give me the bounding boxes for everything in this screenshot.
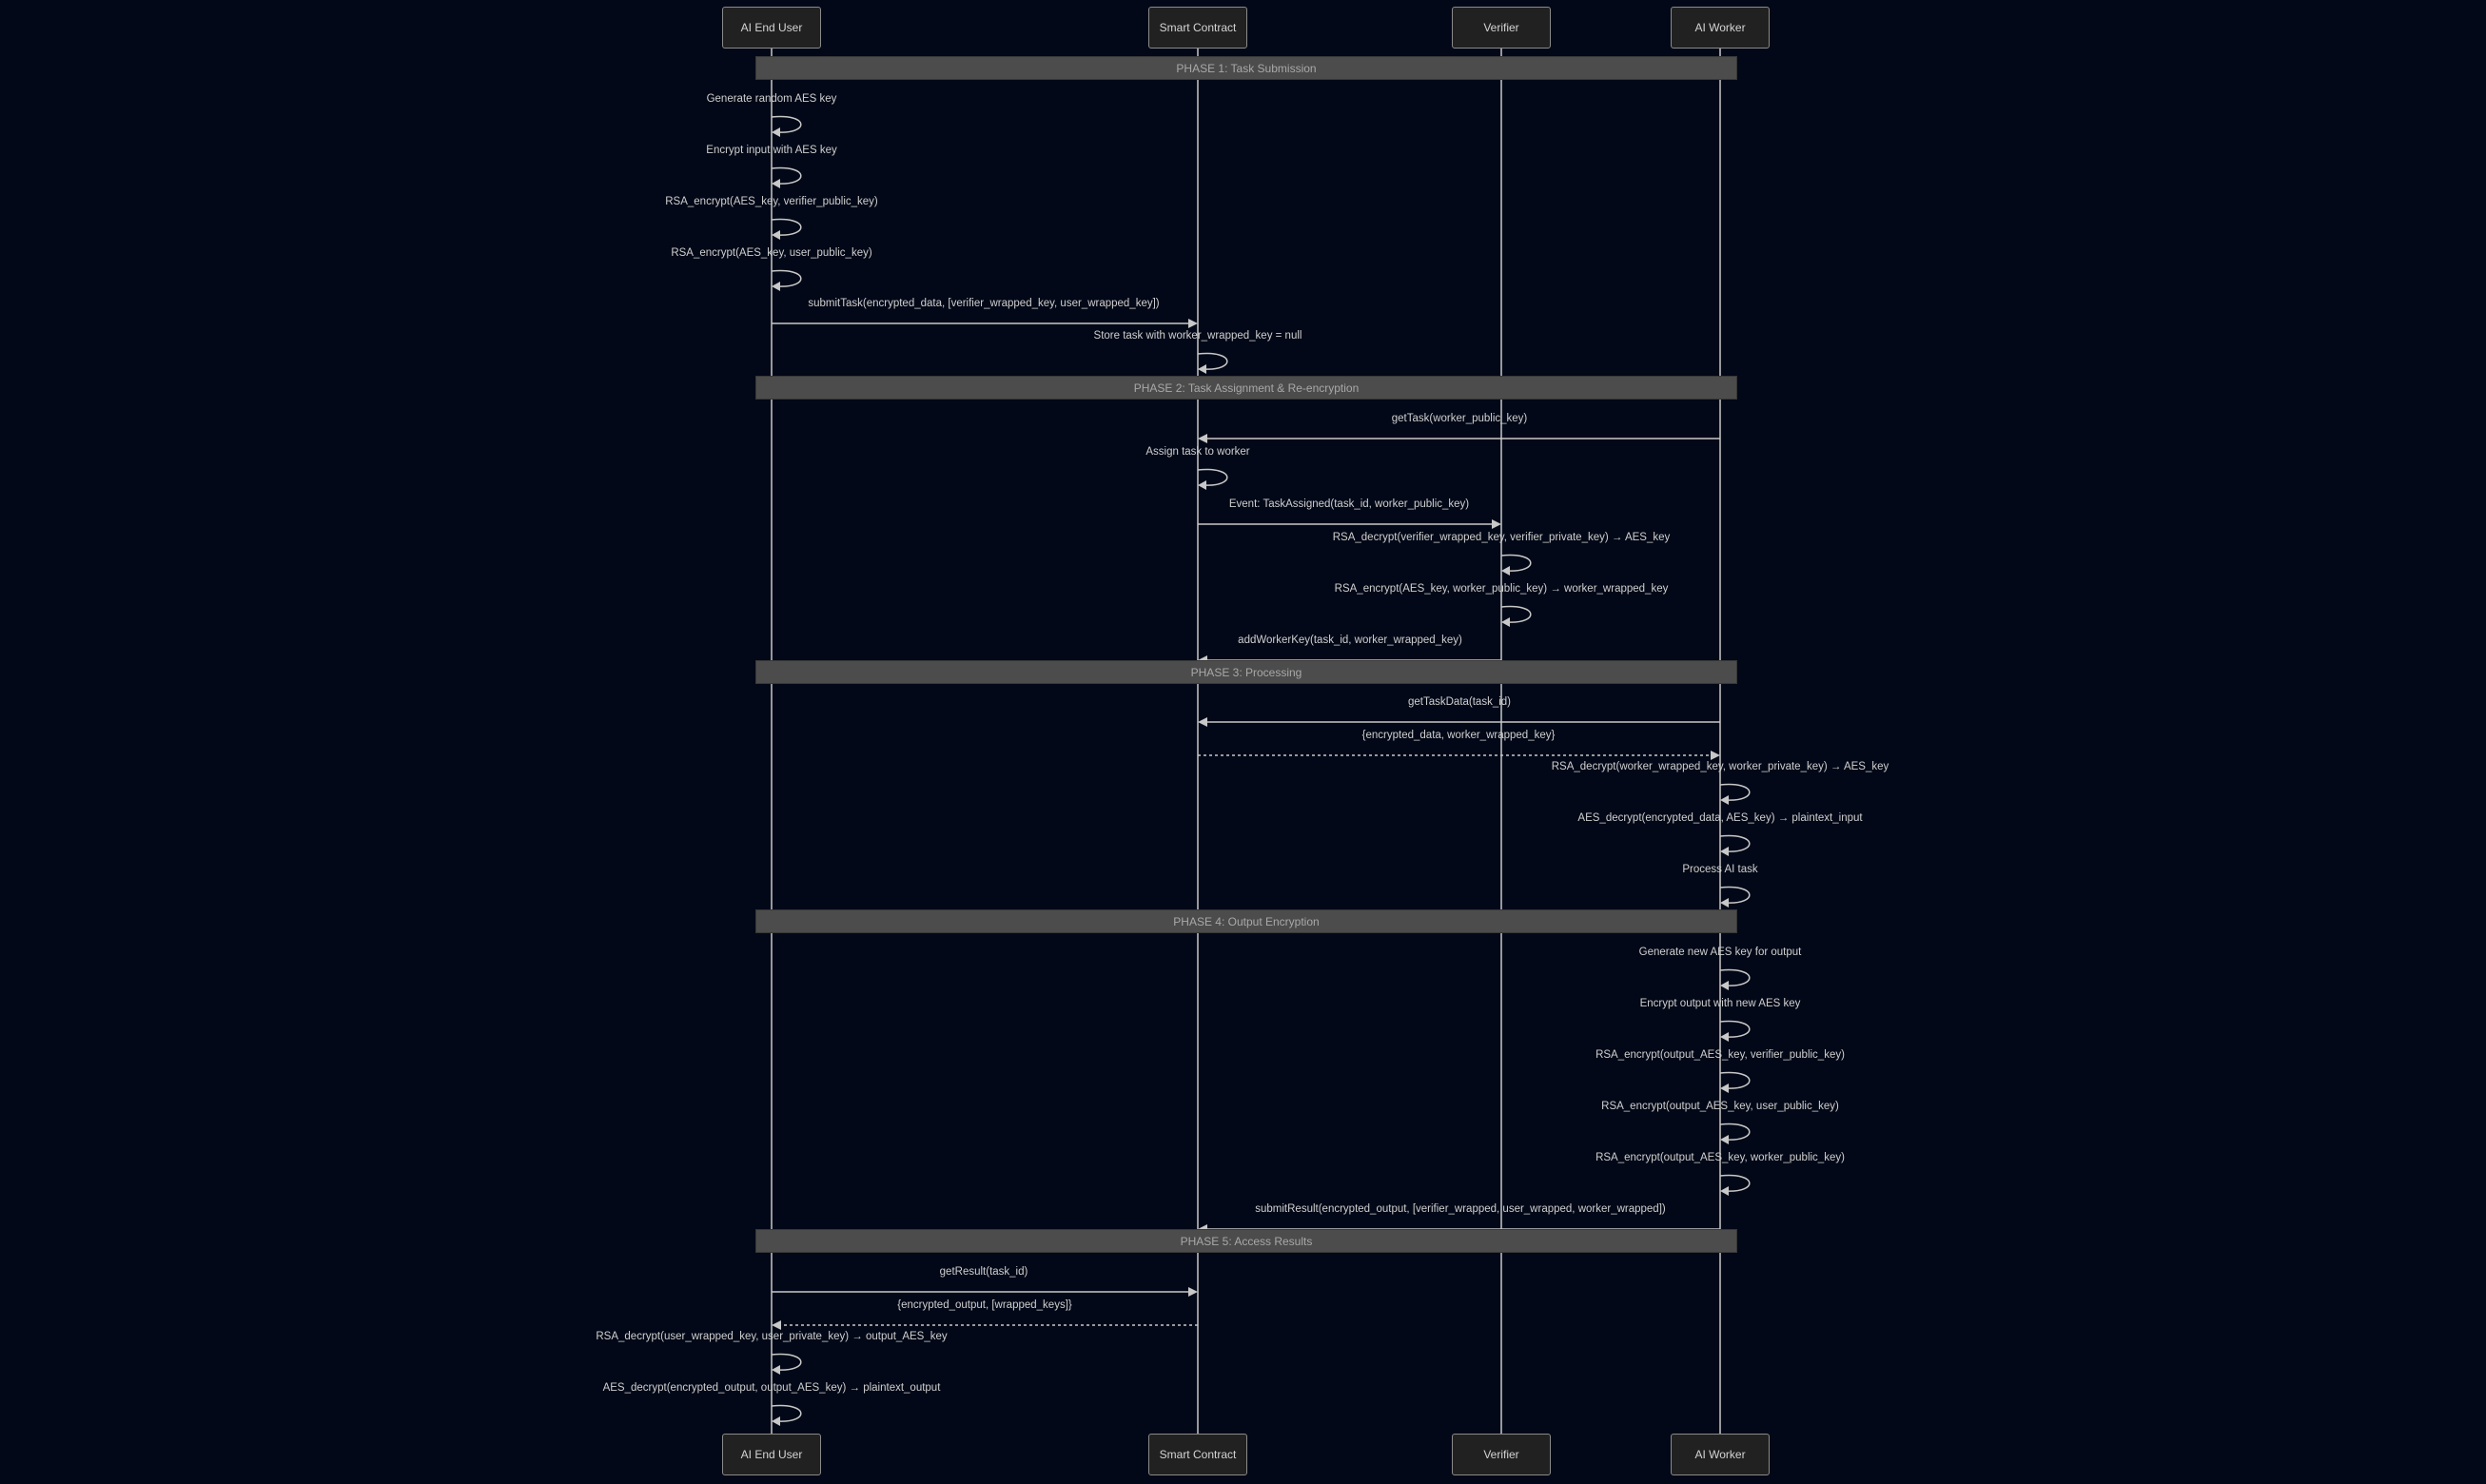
message-label: RSA_decrypt(user_wrapped_key, user_priva…	[596, 1331, 948, 1342]
arrowhead-icon	[1720, 1032, 1729, 1042]
self-loop-arrow	[771, 218, 802, 236]
actor-ai-worker-bottom: AI Worker	[1671, 1434, 1770, 1475]
message-label: Event: TaskAssigned(task_id, worker_publ…	[1228, 498, 1470, 510]
message-label: RSA_encrypt(AES_key, user_public_key)	[671, 247, 872, 259]
message-label: RSA_encrypt(output_AES_key, user_public_…	[1601, 1101, 1839, 1112]
self-loop-arrow	[1719, 1071, 1751, 1089]
arrowhead-icon	[1711, 751, 1720, 760]
arrowhead-icon	[1198, 480, 1206, 490]
actor-smart-contract-top: Smart Contract	[1148, 7, 1247, 49]
self-loop-arrow	[1719, 834, 1751, 852]
arrowhead-icon	[1492, 519, 1501, 529]
arrowhead-icon	[1501, 566, 1510, 576]
message-label: getResult(task_id)	[939, 1266, 1028, 1278]
message-label: AES_decrypt(encrypted_data, AES_key) → p…	[1577, 812, 1863, 824]
message-label: Store task with worker_wrapped_key = nul…	[1093, 330, 1302, 342]
actor-ai-end-user-bottom: AI End User	[722, 1434, 821, 1475]
phase-bar-2: PHASE 2: Task Assignment & Re-encryption	[755, 376, 1737, 400]
message-label: RSA_encrypt(output_AES_key, worker_publi…	[1595, 1152, 1845, 1163]
self-loop-arrow	[1719, 1174, 1751, 1192]
actor-ai-worker-top: AI Worker	[1671, 7, 1770, 49]
self-loop-arrow	[1197, 352, 1228, 370]
message-label: {encrypted_output, [wrapped_keys]}	[897, 1299, 1072, 1311]
message-label: Encrypt input with AES key	[706, 145, 837, 156]
phase-bar-3: PHASE 3: Processing	[755, 660, 1737, 684]
self-loop-arrow	[1197, 468, 1228, 486]
arrowhead-icon	[1188, 319, 1198, 328]
arrowhead-icon	[1198, 364, 1206, 374]
message-label: AES_decrypt(encrypted_output, output_AES…	[602, 1382, 941, 1394]
message-label: submitTask(encrypted_data, [verifier_wra…	[808, 298, 1160, 309]
message-label: submitResult(encrypted_output, [verifier…	[1255, 1203, 1666, 1215]
actor-smart-contract-bottom: Smart Contract	[1148, 1434, 1247, 1475]
self-loop-arrow	[771, 269, 802, 287]
arrowhead-icon	[772, 230, 780, 240]
arrowhead-icon	[1198, 434, 1207, 443]
message-label: RSA_decrypt(verifier_wrapped_key, verifi…	[1332, 532, 1671, 543]
phase-bar-4: PHASE 4: Output Encryption	[755, 909, 1737, 933]
arrowhead-icon	[1720, 1186, 1729, 1196]
arrowhead-icon	[1720, 847, 1729, 856]
message-label: Assign task to worker	[1145, 446, 1250, 458]
arrowhead-icon	[772, 127, 780, 137]
message-label: Generate new AES key for output	[1638, 947, 1802, 958]
arrowhead-icon	[772, 282, 780, 291]
self-loop-arrow	[1500, 554, 1532, 572]
arrowhead-icon	[1720, 1084, 1729, 1093]
message-label: {encrypted_data, worker_wrapped_key}	[1361, 730, 1556, 741]
arrowhead-icon	[1720, 795, 1729, 805]
self-loop-arrow	[1500, 605, 1532, 623]
message-label: getTaskData(task_id)	[1407, 696, 1512, 708]
arrowhead-icon	[772, 1365, 780, 1375]
self-loop-arrow	[1719, 783, 1751, 801]
self-loop-arrow	[771, 166, 802, 185]
arrowhead-icon	[772, 179, 780, 188]
arrowhead-icon	[1188, 1287, 1198, 1297]
message-label: Process AI task	[1682, 864, 1758, 875]
message-label: RSA_encrypt(AES_key, verifier_public_key…	[665, 196, 878, 207]
self-loop-arrow	[1719, 968, 1751, 986]
phase-bar-1: PHASE 1: Task Submission	[755, 56, 1737, 80]
arrowhead-icon	[772, 1320, 781, 1330]
message-label: Encrypt output with new AES key	[1639, 998, 1801, 1009]
self-loop-arrow	[1719, 886, 1751, 904]
message-label: getTask(worker_public_key)	[1391, 413, 1528, 424]
arrowhead-icon	[772, 1416, 780, 1426]
self-loop-arrow	[771, 1353, 802, 1371]
message-label: addWorkerKey(task_id, worker_wrapped_key…	[1238, 635, 1462, 646]
phase-bar-5: PHASE 5: Access Results	[755, 1229, 1737, 1253]
actor-verifier-top: Verifier	[1452, 7, 1551, 49]
message-label: RSA_decrypt(worker_wrapped_key, worker_p…	[1551, 761, 1889, 772]
message-label: RSA_encrypt(output_AES_key, verifier_pub…	[1595, 1049, 1845, 1061]
arrowhead-icon	[1501, 617, 1510, 627]
message-label: RSA_encrypt(AES_key, worker_public_key) …	[1334, 583, 1669, 595]
actor-ai-end-user-top: AI End User	[722, 7, 821, 49]
message-label: Generate random AES key	[706, 93, 837, 105]
arrowhead-icon	[1198, 717, 1207, 727]
self-loop-arrow	[771, 115, 802, 133]
actor-verifier-bottom: Verifier	[1452, 1434, 1551, 1475]
self-loop-arrow	[1719, 1020, 1751, 1038]
arrowhead-icon	[1720, 981, 1729, 990]
self-loop-arrow	[1719, 1123, 1751, 1141]
self-loop-arrow	[771, 1404, 802, 1422]
arrowhead-icon	[1720, 1135, 1729, 1144]
arrowhead-icon	[1720, 898, 1729, 908]
